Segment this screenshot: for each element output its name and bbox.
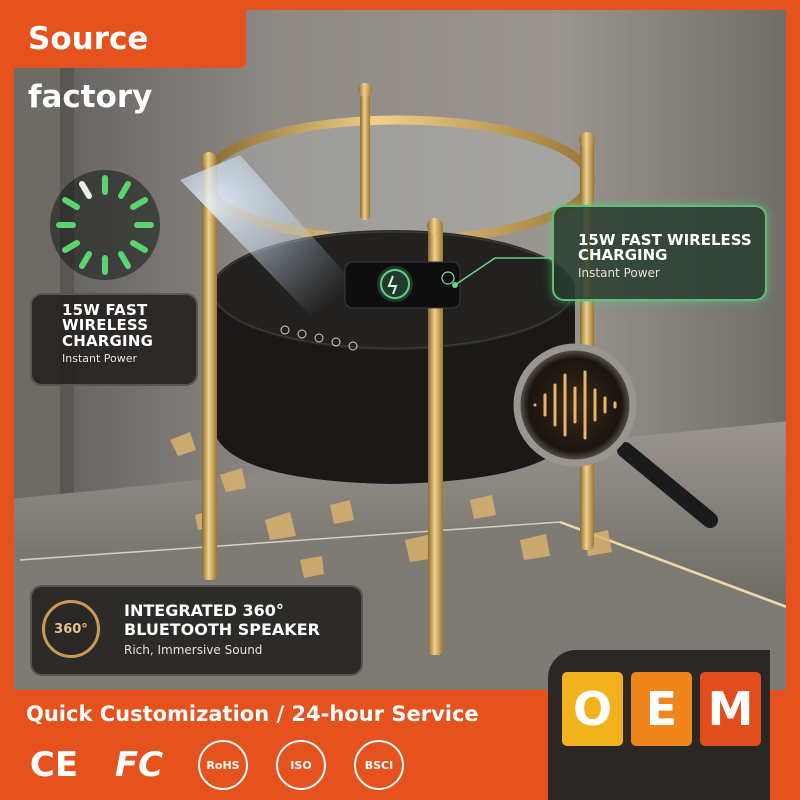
- fc-mark-icon: FC: [114, 745, 164, 785]
- phone-icon: [344, 261, 461, 309]
- frame-left: [0, 0, 14, 800]
- callout-right-charging: 15W FAST WIRELESS CHARGING Instant Power: [552, 205, 767, 301]
- certification-row: CE FC RoHS ISO BSCI: [14, 736, 544, 794]
- soundwave-icon: [533, 370, 617, 440]
- ce-mark-icon: CE: [29, 745, 79, 785]
- bsci-icon: BSCI: [354, 740, 404, 790]
- oem-letter-e: E: [631, 672, 692, 746]
- rohs-icon: RoHS: [198, 740, 248, 790]
- callout-left-title: 15W FAST WIRELESS CHARGING: [62, 301, 154, 350]
- frame-top: [0, 0, 800, 10]
- 360-badge-icon: 360°: [42, 600, 100, 658]
- callout-left-subtitle: Instant Power: [62, 351, 138, 365]
- source-factory-banner: Source factory: [14, 10, 246, 115]
- oem-letter-m: M: [700, 672, 761, 746]
- callout-right-title: 15W FAST WIRELESS CHARGING: [578, 231, 752, 265]
- oem-letter-o: O: [562, 672, 623, 746]
- charging-ring-icon: [50, 170, 160, 280]
- magnifier-icon: [513, 343, 718, 528]
- callout-left-charging: 15W FAST WIRELESS CHARGING Instant Power: [30, 293, 198, 386]
- iso-icon: ISO: [276, 740, 326, 790]
- callout-right-subtitle: Instant Power: [578, 265, 660, 280]
- frame-right: [786, 0, 800, 800]
- callout-speaker-title: INTEGRATED 360° BLUETOOTH SPEAKER: [124, 601, 320, 640]
- service-slogan: Quick Customization / 24-hour Service: [18, 697, 546, 731]
- callout-speaker-subtitle: Rich, Immersive Sound: [124, 643, 263, 658]
